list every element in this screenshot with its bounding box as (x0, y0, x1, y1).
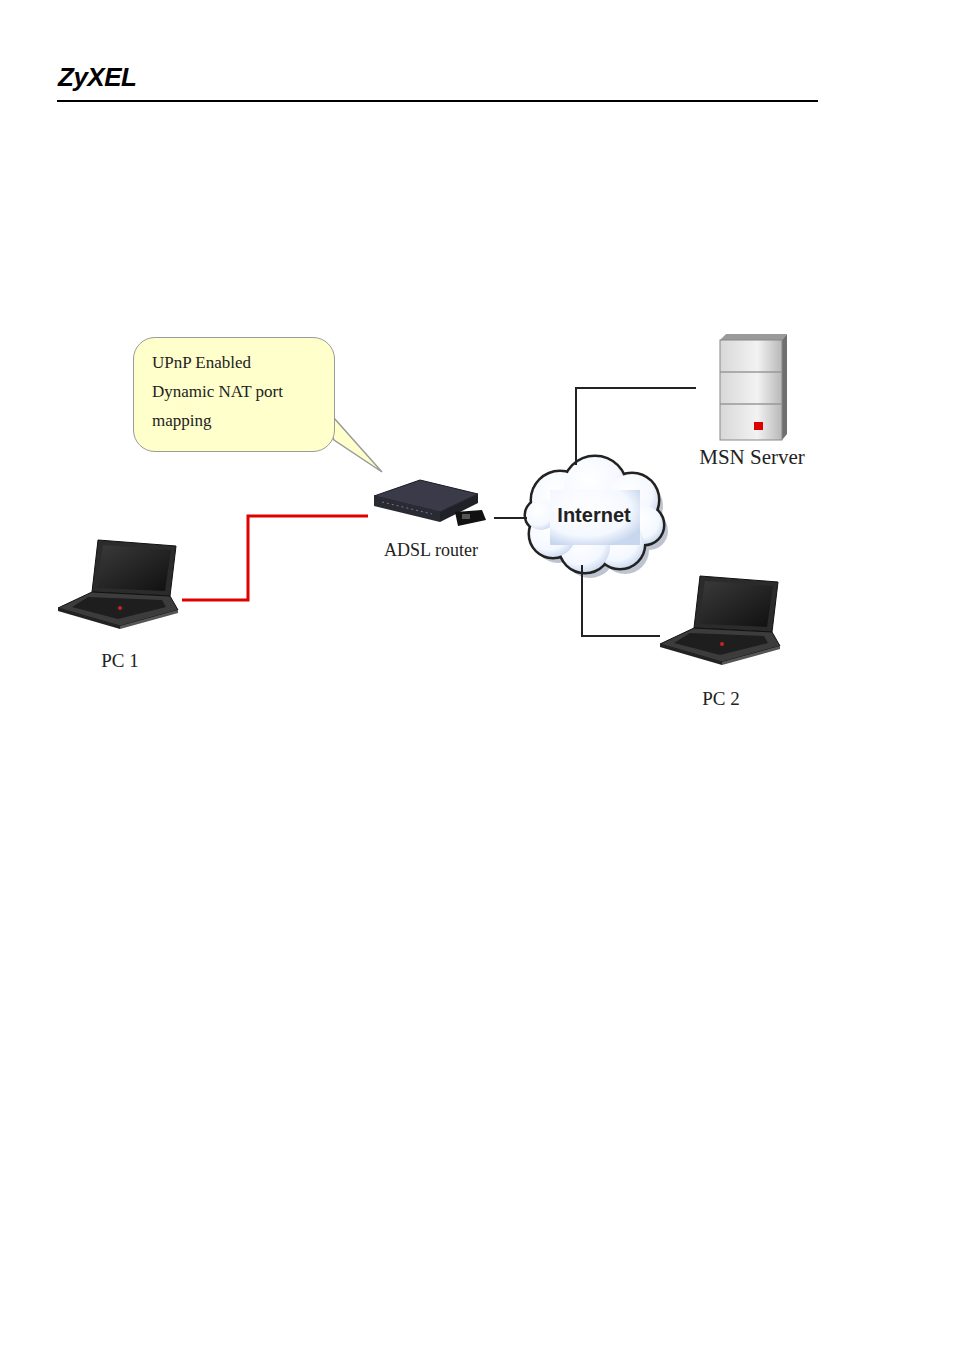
header-rule (57, 100, 818, 102)
node-label: PC 1 (58, 650, 182, 672)
brand-logo: ZyXEL (58, 62, 136, 93)
callout-bubble: UPnP Enabled Dynamic NAT port mapping (133, 337, 335, 452)
network-link (494, 517, 527, 519)
server-node: MSN Server (696, 333, 808, 474)
network-link (576, 388, 696, 465)
pc-node: PC 2 (660, 574, 782, 714)
router-icon (374, 480, 486, 526)
node-label: ADSL router (368, 540, 494, 561)
callout-text: UPnP Enabled Dynamic NAT port mapping (152, 348, 302, 435)
router-node: ADSL router (368, 476, 494, 565)
pc-node: PC 1 (58, 538, 182, 676)
network-link (582, 565, 660, 636)
node-label: Internet (557, 504, 630, 527)
node-label: MSN Server (696, 445, 808, 470)
internet-cloud (526, 457, 668, 578)
laptop-icon (660, 576, 780, 665)
node-label: PC 2 (660, 688, 782, 710)
server-icon (720, 334, 787, 440)
callout-tail (318, 400, 382, 472)
network-link (182, 516, 368, 600)
laptop-icon (58, 540, 178, 629)
cloud-node: Internet (527, 465, 661, 565)
